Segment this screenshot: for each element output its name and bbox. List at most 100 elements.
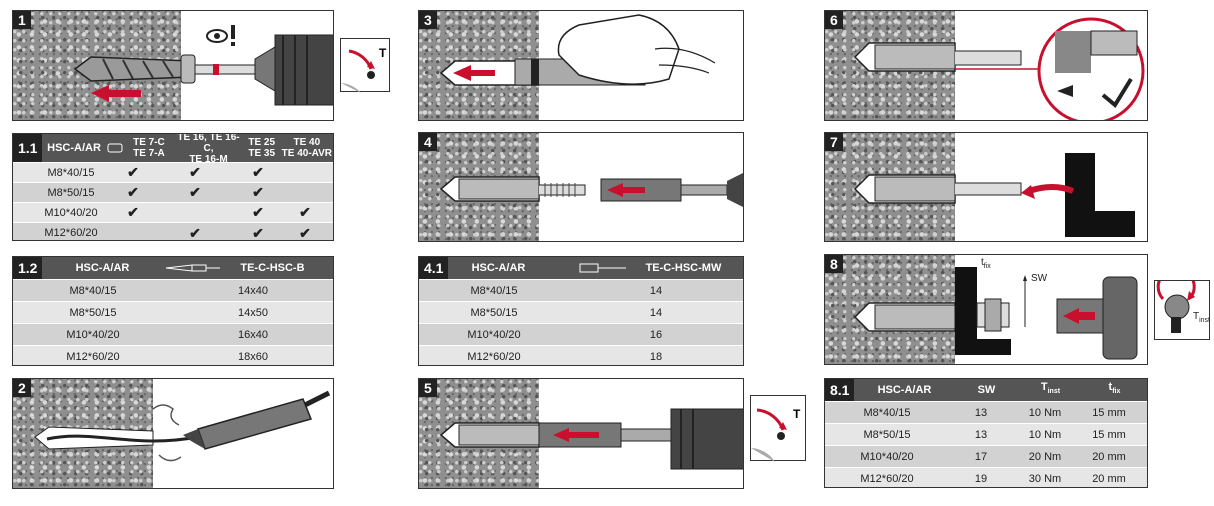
table-4-1-setting-tool-sizes: 4.1 HSC-A/AR TE-C-HSC-MW M8*40/15 14 M8*… bbox=[418, 256, 744, 366]
row-sw: 13 bbox=[974, 406, 988, 419]
setting-tool-icon bbox=[579, 263, 627, 273]
step-7-fixture-panel: 7 bbox=[824, 132, 1148, 242]
hammer-mode-icon-box-2: T bbox=[750, 395, 806, 462]
table-row: M8*40/15 14x40 bbox=[13, 279, 333, 301]
row-label: M12*60/20 bbox=[860, 473, 914, 485]
step-number: 4 bbox=[419, 133, 437, 151]
check-cell: ✔ bbox=[189, 224, 201, 241]
step-3-insert-anchor-panel: 3 bbox=[418, 10, 744, 121]
row-tfix: 15 mm bbox=[1092, 428, 1126, 441]
row-label: M8*50/15 bbox=[863, 428, 911, 441]
row-value: 18x60 bbox=[238, 351, 268, 363]
drilling-illustration bbox=[73, 25, 333, 106]
sw-label: SW bbox=[1031, 273, 1048, 284]
table-row: M8*50/15 13 10 Nm 15 mm bbox=[825, 423, 1147, 445]
tighten-nut-illustration bbox=[853, 267, 1138, 360]
step-2-blow-out-panel: 2 bbox=[12, 378, 334, 489]
table-row: M8*50/15 14x50 bbox=[13, 301, 333, 323]
row-tinst: 10 Nm bbox=[1028, 428, 1062, 441]
row-sw: 19 bbox=[974, 473, 988, 485]
row-label: M12*60/20 bbox=[66, 351, 120, 363]
table-row: M8*50/15 ✔ ✔ ✔ bbox=[13, 182, 333, 202]
col-header-tfix: tfix bbox=[1108, 381, 1121, 396]
col-header-sw: SW bbox=[977, 383, 996, 396]
row-value: 16 bbox=[649, 328, 663, 341]
row-label: M12*60/20 bbox=[44, 227, 98, 239]
check-cell: ✔ bbox=[299, 224, 311, 241]
step-4-setting-tool-panel: 4 bbox=[418, 132, 744, 242]
step-number: 7 bbox=[825, 133, 843, 151]
row-value: 14x40 bbox=[238, 284, 268, 297]
table-row: M8*50/15 14 bbox=[419, 301, 743, 323]
step-number: 2 bbox=[13, 379, 31, 397]
table-header: 1.2 HSC-A/AR TE-C-HSC-B bbox=[13, 257, 333, 279]
row-value: 14x50 bbox=[238, 306, 268, 319]
check-cell: ✔ bbox=[252, 184, 264, 200]
row-label: M8*40/15 bbox=[863, 406, 911, 419]
row-tinst: 10 Nm bbox=[1028, 406, 1062, 419]
step-number: 6 bbox=[825, 11, 843, 29]
table-number: 4.1 bbox=[419, 257, 449, 279]
row-tfix: 20 mm bbox=[1092, 473, 1126, 485]
row-label: M8*50/15 bbox=[47, 186, 95, 199]
hand-insert-illustration bbox=[439, 14, 716, 86]
table-title: HSC-A/AR bbox=[471, 261, 526, 274]
torque-wrench-icon-box: Tinst bbox=[1154, 267, 1211, 340]
step-number: 5 bbox=[419, 379, 437, 397]
check-cell: ✔ bbox=[252, 164, 264, 180]
table-row: M10*40/20 16 bbox=[419, 323, 743, 345]
row-tfix: 15 mm bbox=[1092, 406, 1126, 419]
table-row: M12*60/20 18 bbox=[419, 345, 743, 365]
svg-text:T: T bbox=[379, 46, 387, 60]
check-cell: ✔ bbox=[127, 164, 139, 180]
table-row: M10*40/20 ✔ ✔ ✔ bbox=[13, 202, 333, 222]
row-value: 18 bbox=[649, 351, 663, 363]
row-label: M8*40/15 bbox=[69, 284, 117, 297]
step-number: 3 bbox=[419, 11, 437, 29]
tinst-label: Tinst bbox=[1193, 311, 1211, 324]
tfix-label: tfix bbox=[981, 257, 991, 270]
check-cell: ✔ bbox=[252, 224, 264, 241]
hammer-drill-mode-icon: T bbox=[341, 46, 387, 93]
row-label: M8*50/15 bbox=[69, 306, 117, 319]
table-header: 4.1 HSC-A/AR TE-C-HSC-MW bbox=[419, 257, 743, 279]
setting-tool-illustration bbox=[439, 173, 743, 207]
hammer-drill-mode-icon: T bbox=[751, 407, 801, 462]
table-row: M12*60/20 19 30 Nm 20 mm bbox=[825, 467, 1147, 487]
row-value: 14 bbox=[649, 306, 663, 319]
row-tinst: 30 Nm bbox=[1028, 473, 1062, 485]
col-header-bit: TE-C-HSC-B bbox=[240, 261, 305, 274]
step-8-tighten-panel: 8 tfix SW bbox=[824, 254, 1148, 365]
row-label: M10*40/20 bbox=[66, 328, 120, 341]
table-1-2-drill-bit-sizes: 1.2 HSC-A/AR TE-C-HSC-B M8*40/15 14x40 M… bbox=[12, 256, 334, 366]
row-tfix: 20 mm bbox=[1092, 450, 1126, 463]
row-label: M10*40/20 bbox=[44, 206, 98, 219]
row-value: 16x40 bbox=[238, 328, 268, 341]
row-sw: 17 bbox=[974, 450, 988, 463]
table-row: M8*40/15 13 10 Nm 15 mm bbox=[825, 401, 1147, 423]
table-row: M8*40/15 ✔ ✔ ✔ bbox=[13, 162, 333, 182]
table-number: 1.1 bbox=[13, 134, 43, 162]
col-header-setting-tool: TE-C-HSC-MW bbox=[645, 261, 722, 274]
row-label: M10*40/20 bbox=[467, 328, 521, 341]
hammer-setting-illustration bbox=[439, 408, 743, 470]
check-cell: ✔ bbox=[127, 204, 139, 220]
table-row: M8*40/15 14 bbox=[419, 279, 743, 301]
table-number: 1.2 bbox=[13, 257, 43, 279]
drill-tool-icon bbox=[107, 143, 123, 153]
table-number: 8.1 bbox=[825, 379, 855, 401]
check-cell: ✔ bbox=[189, 184, 201, 200]
hammer-mode-icon-box: T bbox=[340, 38, 390, 93]
row-label: M12*60/20 bbox=[467, 351, 521, 363]
table-row: M10*40/20 17 20 Nm 20 mm bbox=[825, 445, 1147, 467]
stop-drill-bit-icon bbox=[166, 264, 221, 272]
table-row: M10*40/20 16x40 bbox=[13, 323, 333, 345]
attach-fixture-illustration bbox=[853, 153, 1135, 237]
svg-text:T: T bbox=[793, 407, 801, 421]
table-header: 8.1 HSC-A/AR SW Tinst tfix bbox=[825, 379, 1147, 401]
table-row: M12*60/20 18x60 bbox=[13, 345, 333, 365]
